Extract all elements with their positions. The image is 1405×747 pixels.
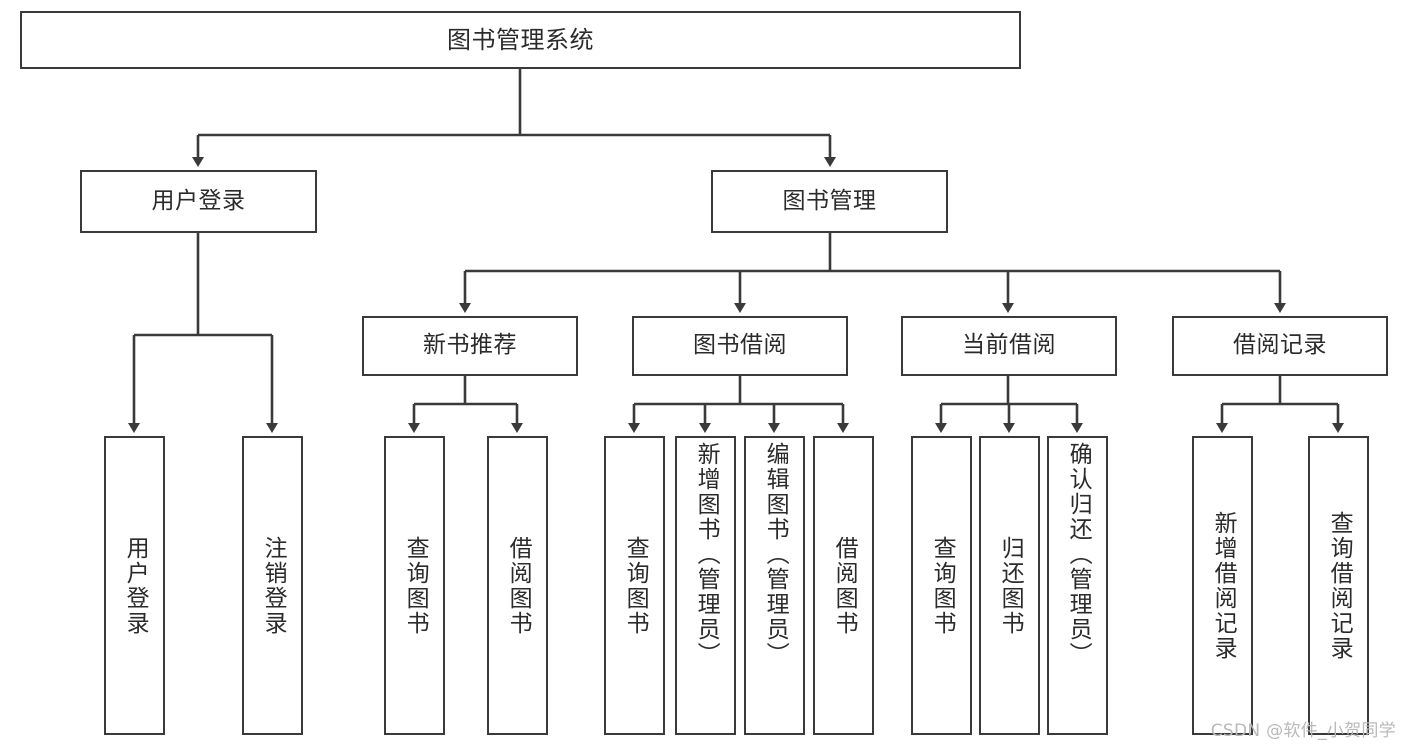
node-leaf-query-record[interactable]: 查询借阅记录 xyxy=(1308,436,1369,735)
node-leaf-logout-label: 注销登录 xyxy=(260,535,287,636)
node-leaf-user-login[interactable]: 用户登录 xyxy=(104,436,165,735)
node-leaf-borrow-book-1-label: 借阅图书 xyxy=(505,535,532,636)
node-borrow-record-label: 借阅记录 xyxy=(1233,332,1327,359)
node-leaf-query-book-2[interactable]: 查询图书 xyxy=(604,436,665,735)
node-leaf-add-book-label: 新增图书（管理员） xyxy=(693,442,720,667)
node-leaf-query-book-3-label: 查询图书 xyxy=(929,535,956,636)
node-leaf-return-book[interactable]: 归还图书 xyxy=(979,436,1040,735)
node-book-manage[interactable]: 图书管理 xyxy=(711,170,948,233)
node-leaf-query-book-1[interactable]: 查询图书 xyxy=(384,436,445,735)
node-leaf-borrow-book-1[interactable]: 借阅图书 xyxy=(487,436,548,735)
node-book-borrow[interactable]: 图书借阅 xyxy=(632,316,848,376)
node-user-login-label: 用户登录 xyxy=(151,187,246,214)
node-leaf-edit-book-label: 编辑图书（管理员） xyxy=(762,442,789,667)
node-new-book-recommend[interactable]: 新书推荐 xyxy=(362,316,578,376)
node-leaf-borrow-book-2[interactable]: 借阅图书 xyxy=(813,436,874,735)
watermark-text: CSDN @软件_小贺同学 xyxy=(1210,721,1396,741)
node-leaf-query-book-2-label: 查询图书 xyxy=(622,535,649,636)
node-leaf-borrow-book-2-label: 借阅图书 xyxy=(831,535,858,636)
node-leaf-add-record-label: 新增借阅记录 xyxy=(1210,510,1237,661)
node-book-manage-label: 图书管理 xyxy=(782,187,877,214)
node-leaf-user-login-label: 用户登录 xyxy=(122,535,149,636)
node-borrow-record[interactable]: 借阅记录 xyxy=(1172,316,1388,376)
node-current-borrow[interactable]: 当前借阅 xyxy=(901,316,1117,376)
node-new-book-recommend-label: 新书推荐 xyxy=(423,332,517,359)
node-leaf-return-book-label: 归还图书 xyxy=(997,535,1024,636)
node-leaf-edit-book[interactable]: 编辑图书（管理员） xyxy=(744,436,805,735)
node-root-label: 图书管理系统 xyxy=(447,25,594,54)
node-book-borrow-label: 图书借阅 xyxy=(693,332,787,359)
node-leaf-confirm-return[interactable]: 确认归还（管理员） xyxy=(1047,436,1108,735)
node-user-login[interactable]: 用户登录 xyxy=(80,170,317,233)
node-current-borrow-label: 当前借阅 xyxy=(962,332,1056,359)
node-leaf-query-book-3[interactable]: 查询图书 xyxy=(911,436,972,735)
node-leaf-logout[interactable]: 注销登录 xyxy=(242,436,303,735)
node-leaf-add-record[interactable]: 新增借阅记录 xyxy=(1192,436,1253,735)
node-leaf-add-book[interactable]: 新增图书（管理员） xyxy=(675,436,736,735)
node-root[interactable]: 图书管理系统 xyxy=(20,11,1021,69)
node-leaf-query-record-label: 查询借阅记录 xyxy=(1326,510,1353,661)
node-leaf-confirm-return-label: 确认归还（管理员） xyxy=(1065,442,1092,667)
node-leaf-query-book-1-label: 查询图书 xyxy=(402,535,429,636)
